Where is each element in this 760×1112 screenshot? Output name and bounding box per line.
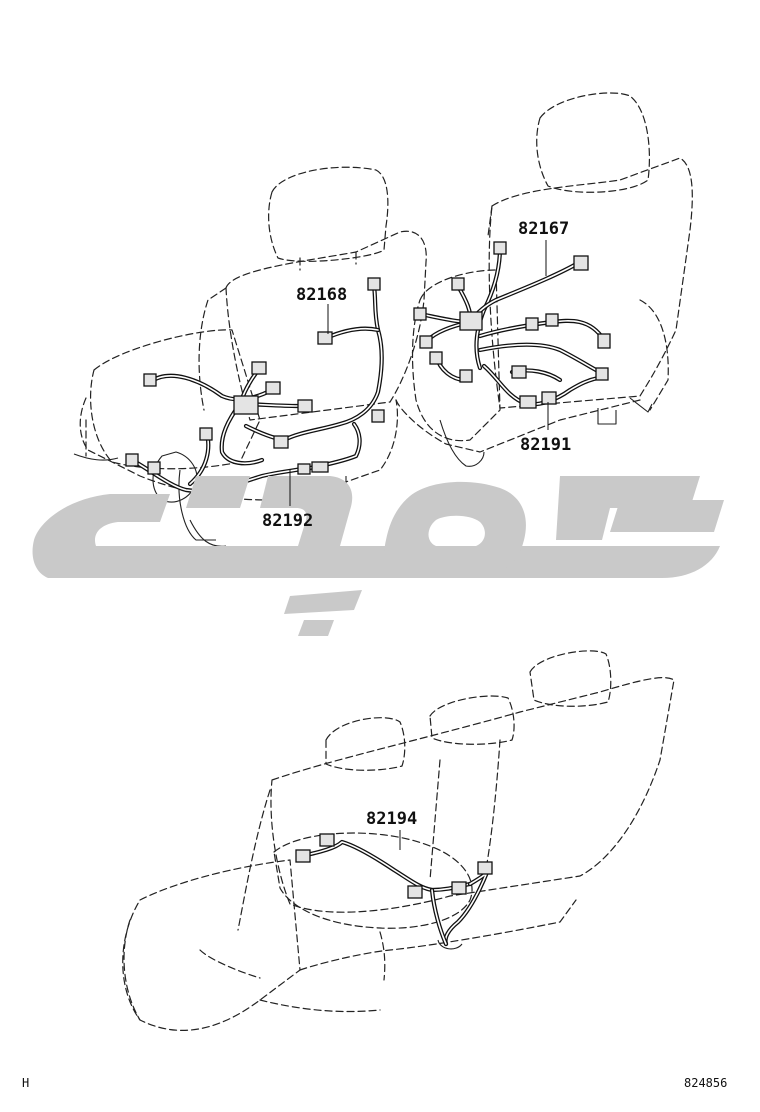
connector xyxy=(541,391,557,405)
connector xyxy=(407,885,423,899)
connector xyxy=(311,461,329,473)
connector xyxy=(573,255,589,271)
connector xyxy=(367,277,381,291)
part-number-82167: 82167 xyxy=(518,219,569,239)
connectors-right xyxy=(413,241,611,409)
connector xyxy=(477,861,493,875)
connector xyxy=(143,373,157,387)
connector xyxy=(595,367,609,381)
connector xyxy=(545,313,559,327)
connector xyxy=(233,395,259,415)
connector xyxy=(273,435,289,449)
left-front-seat xyxy=(73,166,427,547)
harness-82194 xyxy=(295,833,493,950)
connector xyxy=(251,361,267,375)
connector xyxy=(493,241,507,255)
connector xyxy=(371,409,385,423)
connector xyxy=(459,311,483,331)
connector xyxy=(451,277,465,291)
connector xyxy=(459,369,473,383)
connector xyxy=(147,461,161,475)
connector xyxy=(525,317,539,331)
connector xyxy=(297,463,311,475)
connector xyxy=(511,365,527,379)
connector xyxy=(413,307,427,321)
connector xyxy=(429,351,443,365)
connector xyxy=(295,849,311,863)
connector xyxy=(199,427,213,441)
part-number-82194: 82194 xyxy=(366,809,417,829)
harness-82168 xyxy=(129,283,384,493)
connector xyxy=(125,453,139,467)
footer-left-code: H xyxy=(22,1076,30,1090)
connector xyxy=(597,333,611,349)
watermark-logo xyxy=(32,476,724,636)
part-number-82191: 82191 xyxy=(520,435,571,455)
callouts: 82168 82167 82191 82192 82194 xyxy=(262,219,571,850)
connector xyxy=(419,335,433,349)
connector xyxy=(319,833,335,847)
connector xyxy=(317,331,333,345)
connectors-left xyxy=(125,277,385,475)
part-number-82192: 82192 xyxy=(262,511,313,531)
connector xyxy=(297,399,313,413)
connector xyxy=(519,395,537,409)
right-front-seat xyxy=(395,92,693,467)
rear-bench-seat xyxy=(122,650,675,1031)
footer-right-code: 824856 xyxy=(684,1076,728,1090)
connector xyxy=(451,881,467,895)
harness-82167 xyxy=(417,245,607,407)
connector xyxy=(265,381,281,395)
part-number-82168: 82168 xyxy=(296,285,347,305)
